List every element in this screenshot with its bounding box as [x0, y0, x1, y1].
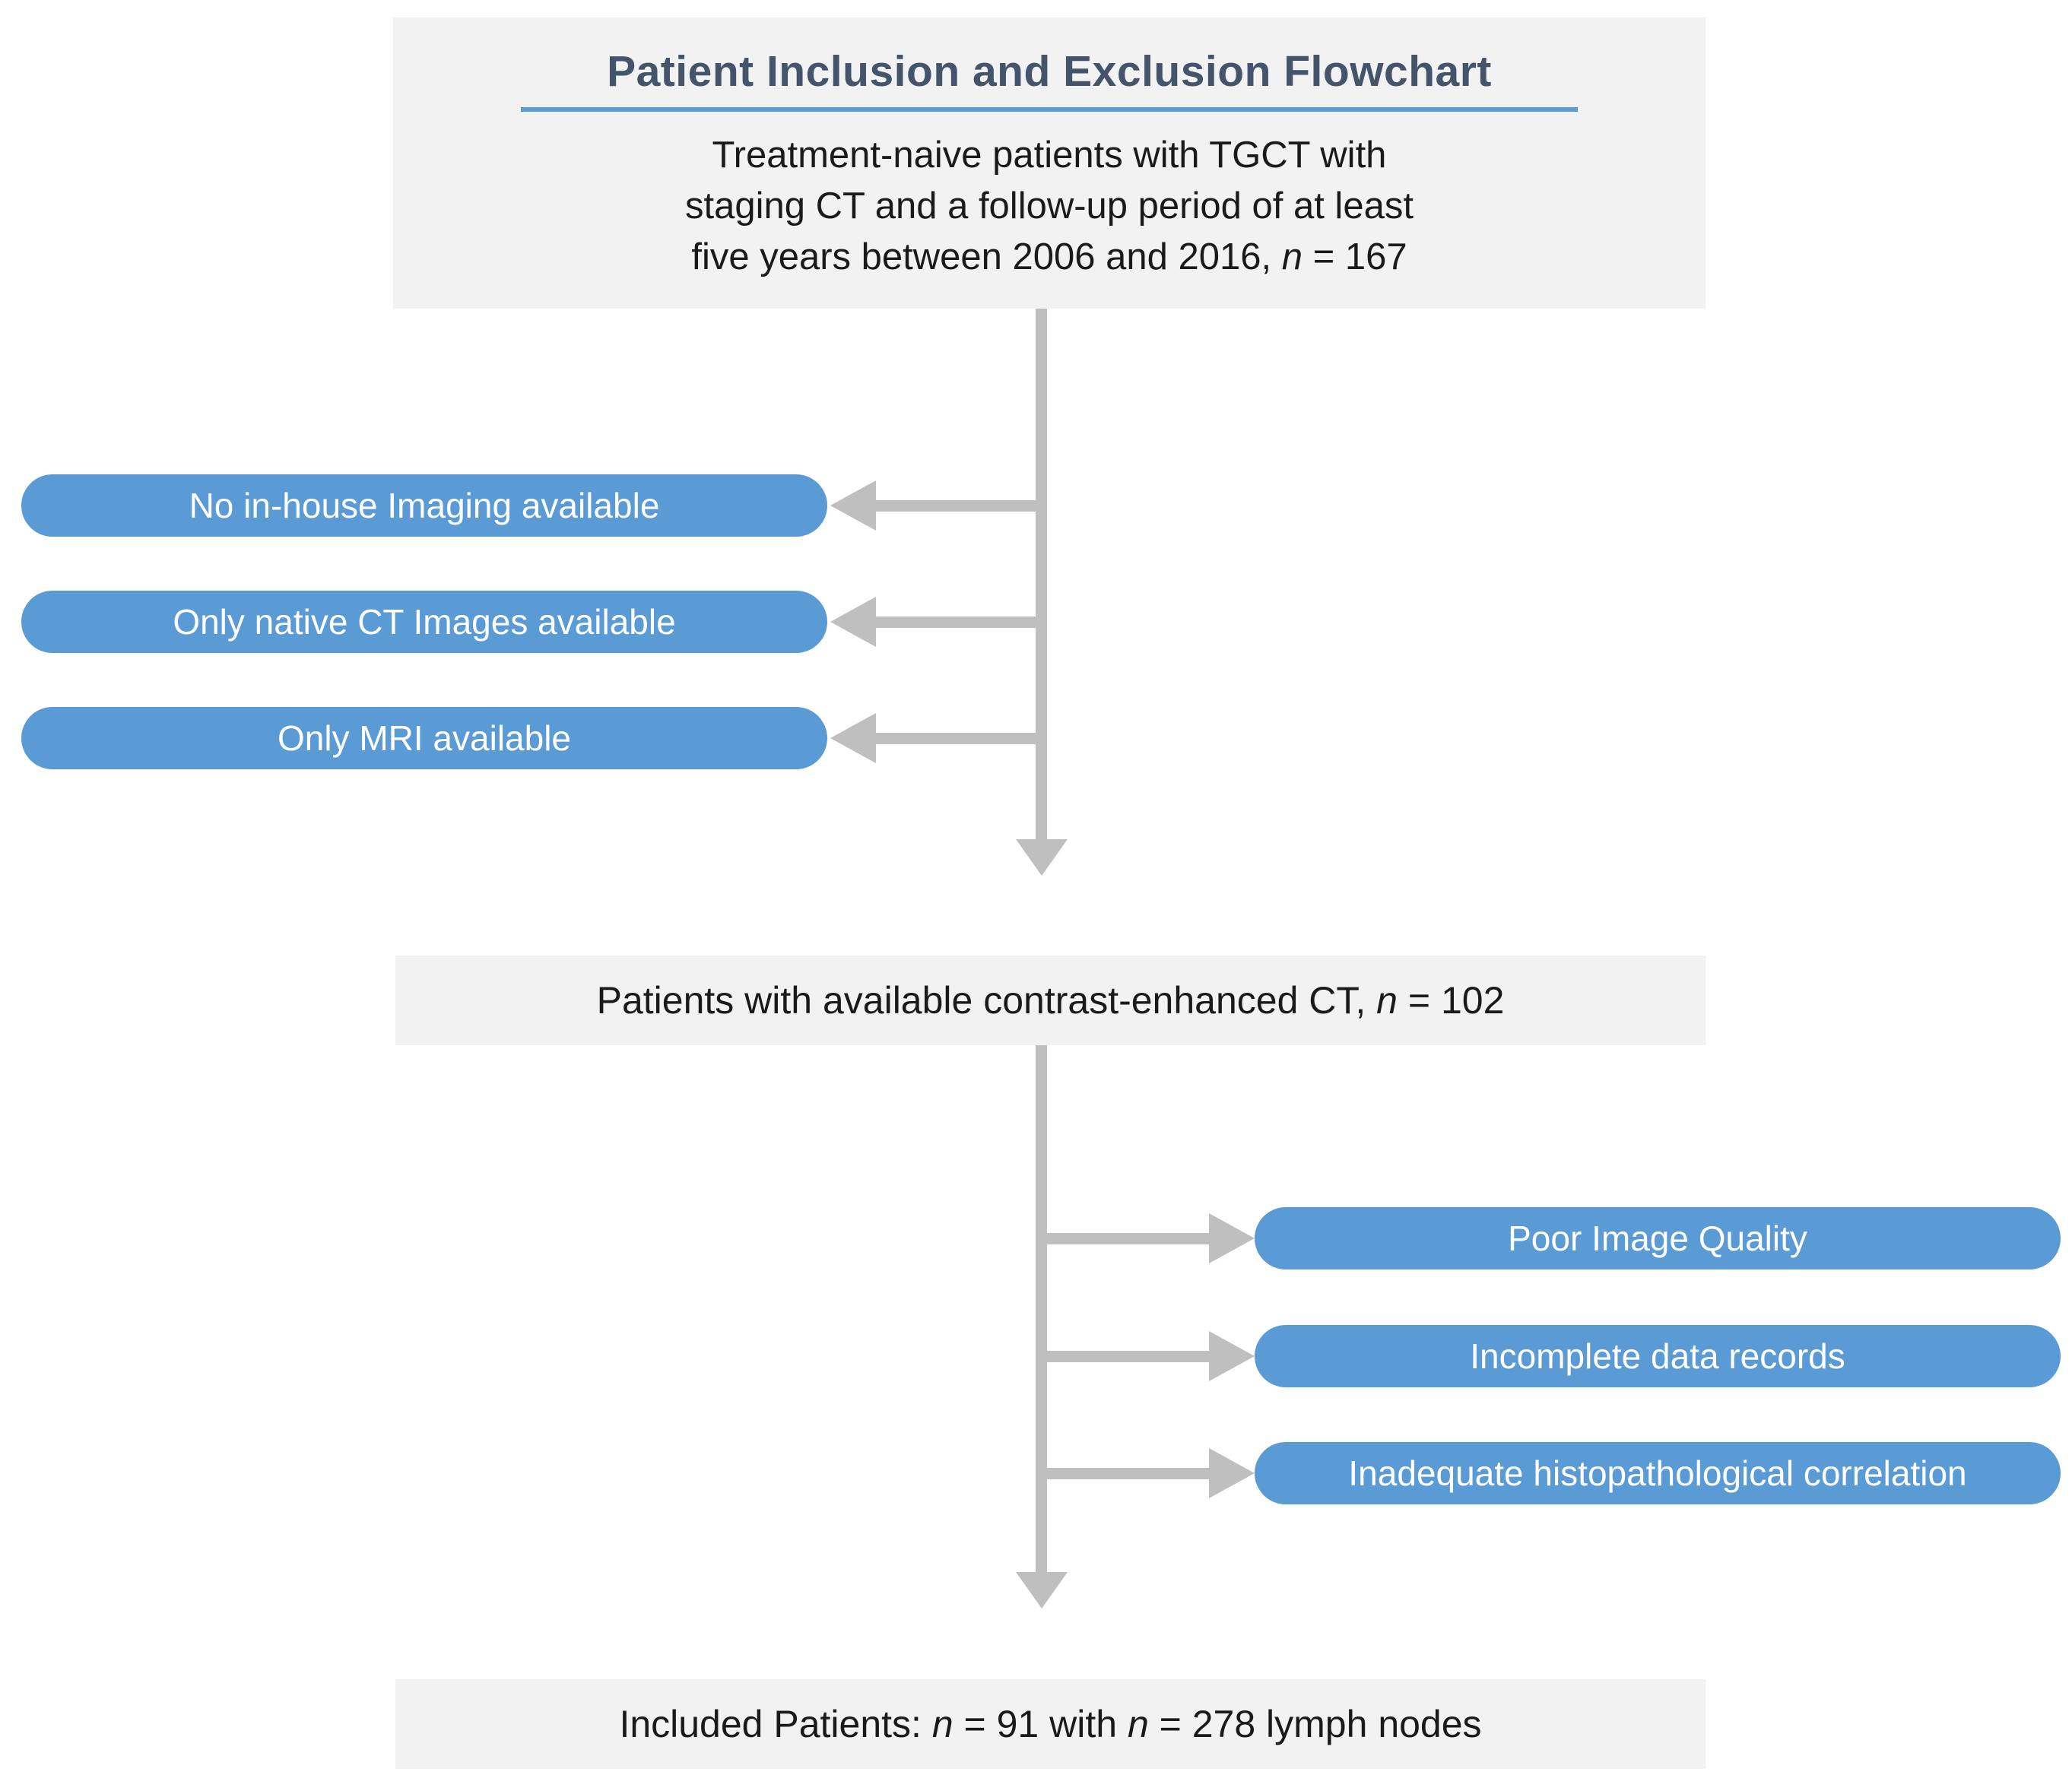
subtitle-line-3-text: five years between 2006 and 2016, [691, 236, 1282, 277]
arrowhead-down-icon [1016, 1572, 1068, 1609]
exclusion-label: Only native CT Images available [173, 602, 676, 642]
exclusion-label: Only MRI available [277, 718, 572, 758]
middle-n-symbol: n [1376, 979, 1398, 1022]
exclusion-pill-only-native-ct: Only native CT Images available [21, 591, 827, 653]
exclusion-pill-only-mri: Only MRI available [21, 707, 827, 769]
arrowhead-right-icon [1209, 1213, 1255, 1263]
middle-box-text: Patients with available contrast-enhance… [596, 979, 1377, 1022]
exclusion-pill-no-inhouse-imaging: No in-house Imaging available [21, 474, 827, 537]
included-patients-box: Included Patients: n = 91 with n = 278 l… [395, 1679, 1706, 1769]
branch-line-left-3 [874, 733, 1047, 744]
branch-line-right-1 [1042, 1233, 1211, 1244]
included-text: Included Patients: [619, 1703, 932, 1745]
exclusion-pill-poor-image-quality: Poor Image Quality [1255, 1207, 2061, 1269]
header-box: Patient Inclusion and Exclusion Flowchar… [393, 17, 1706, 309]
exclusion-pill-incomplete-data: Incomplete data records [1255, 1325, 2061, 1387]
title-underline [521, 107, 1578, 112]
included-patient-count: = 91 with [953, 1703, 1128, 1745]
subtitle-line-1: Treatment-naive patients with TGCT with [712, 135, 1387, 176]
lymph-node-count: = 278 lymph nodes [1148, 1703, 1482, 1745]
arrowhead-right-icon [1209, 1331, 1255, 1381]
subtitle-n-symbol: n [1281, 236, 1303, 277]
arrowhead-down-icon [1016, 839, 1068, 876]
subtitle-line-2: staging CT and a follow-up period of at … [685, 185, 1414, 227]
arrowhead-left-icon [830, 480, 876, 531]
exclusion-pill-inadequate-histopathology: Inadequate histopathological correlation [1255, 1442, 2061, 1504]
vertical-flow-line-top [1036, 309, 1047, 841]
middle-box: Patients with available contrast-enhance… [395, 956, 1706, 1045]
header-subtitle: Treatment-naive patients with TGCT with … [393, 130, 1706, 283]
exclusion-label: No in-house Imaging available [189, 486, 660, 525]
page-title: Patient Inclusion and Exclusion Flowchar… [607, 47, 1492, 96]
branch-line-left-1 [874, 500, 1047, 512]
arrowhead-left-icon [830, 713, 876, 763]
exclusion-label: Inadequate histopathological correlation [1348, 1453, 1967, 1493]
branch-line-right-2 [1042, 1351, 1211, 1362]
subtitle-line-3-count: = 167 [1303, 236, 1407, 277]
vertical-flow-line-bottom [1036, 1045, 1047, 1574]
middle-box-count: = 102 [1397, 979, 1505, 1022]
arrowhead-left-icon [830, 597, 876, 647]
branch-line-right-3 [1042, 1468, 1211, 1479]
exclusion-label: Poor Image Quality [1508, 1219, 1807, 1258]
exclusion-label: Incomplete data records [1470, 1336, 1845, 1376]
subtitle-line-3: five years between 2006 and 2016, n = 16… [691, 236, 1407, 277]
included-n-symbol: n [931, 1703, 954, 1745]
branch-line-left-2 [874, 616, 1047, 628]
arrowhead-right-icon [1209, 1448, 1255, 1498]
lymph-n-symbol: n [1127, 1703, 1149, 1745]
